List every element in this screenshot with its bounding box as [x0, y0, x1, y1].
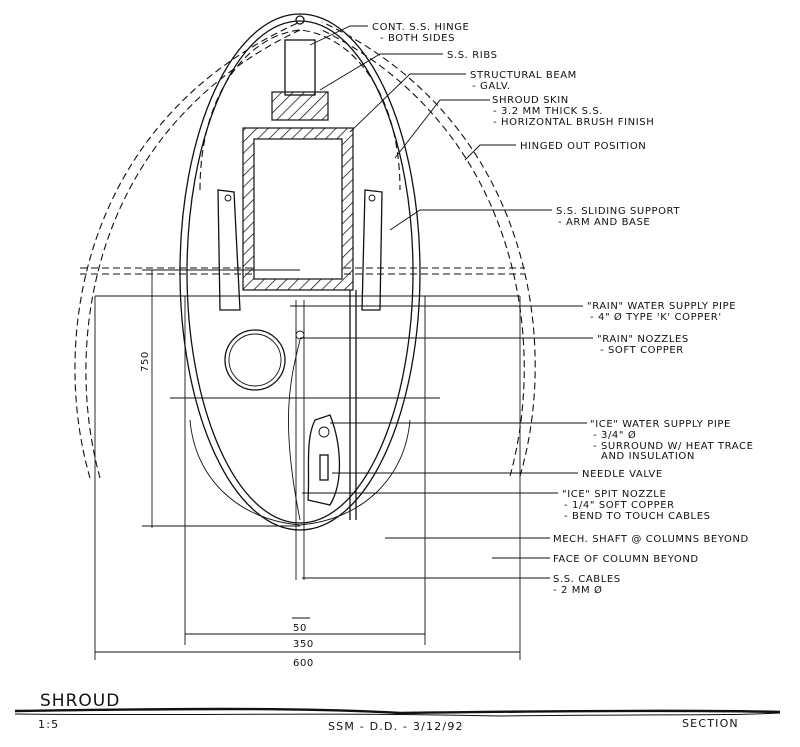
hinge — [271, 15, 329, 121]
label-ribs: S.S. RIBS — [447, 50, 498, 61]
drawing-scale: 1:5 — [38, 718, 59, 731]
drawing-reference: SSM - D.D. - 3/12/92 — [328, 720, 464, 733]
label-ss-cables: S.S. CABLES- 2 MM Ø — [553, 574, 621, 596]
label-hinge: CONT. S.S. HINGE- BOTH SIDES — [372, 22, 469, 44]
structural-beam — [242, 127, 354, 291]
dimension-350: 350 — [293, 639, 314, 650]
ss-cables — [295, 300, 305, 580]
dimensions: 750 50 350 600 — [95, 269, 520, 669]
dimension-50: 50 — [293, 623, 307, 634]
label-sliding-support: S.S. SLIDING SUPPORT- ARM AND BASE — [556, 206, 680, 228]
title-block: SHROUD 1:5 SSM - D.D. - 3/12/92 SECTION — [14, 691, 781, 733]
label-face-of-column: FACE OF COLUMN BEYOND — [553, 554, 699, 565]
label-needle-valve: NEEDLE VALVE — [582, 469, 663, 480]
drawing-view: SECTION — [682, 717, 739, 730]
shroud-skin — [179, 13, 421, 531]
dimension-600: 600 — [293, 658, 314, 669]
label-rain-nozzles: "RAIN" NOZZLES- SOFT COPPER — [597, 334, 689, 356]
leader-lines — [290, 25, 593, 579]
label-ice-spit-nozzle: "ICE" SPIT NOZZLE- 1/4" SOFT COPPER- BEN… — [562, 489, 711, 522]
annotations: CONT. S.S. HINGE- BOTH SIDES S.S. RIBS S… — [372, 22, 754, 596]
label-skin: SHROUD SKIN- 3.2 MM THICK S.S.- HORIZONT… — [492, 95, 654, 128]
label-beam: STRUCTURAL BEAM- GALV. — [470, 70, 577, 92]
label-ice-pipe: "ICE" WATER SUPPLY PIPE- 3/4" Ø- SURROUN… — [590, 419, 754, 462]
drawing-title: SHROUD — [40, 691, 120, 711]
dimension-750: 750 — [140, 351, 151, 372]
label-hinged-out: HINGED OUT POSITION — [520, 141, 646, 152]
rain-water-pipe — [224, 290, 357, 520]
label-rain-pipe: "RAIN" WATER SUPPLY PIPE- 4" Ø TYPE 'K' … — [587, 301, 736, 323]
columns-beyond — [94, 295, 521, 660]
label-mech-shaft: MECH. SHAFT @ COLUMNS BEYOND — [553, 534, 749, 545]
